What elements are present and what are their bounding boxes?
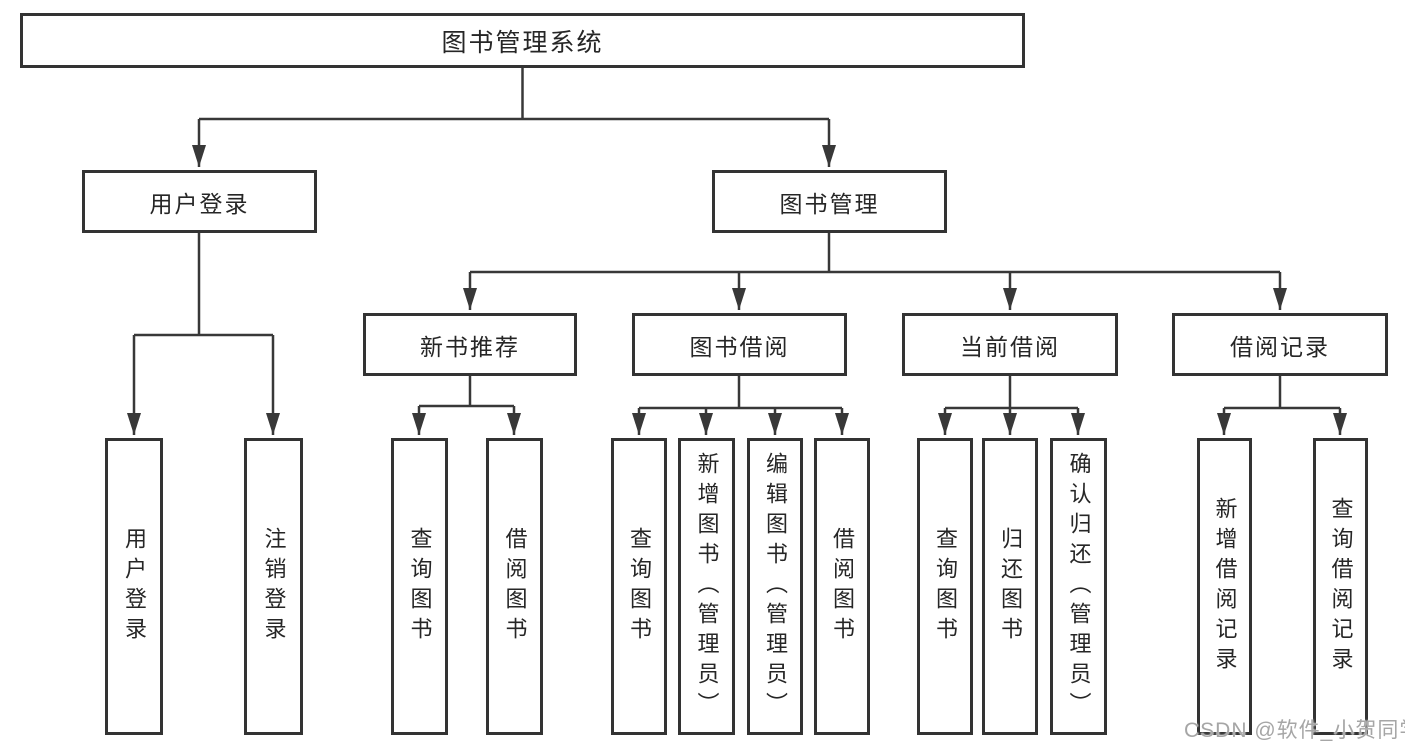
node-leaf-current-confirm-return: 确认归还（管理员）	[1050, 438, 1107, 735]
connector-book-borrow-children	[632, 376, 849, 435]
node-leaf-borrow-query-book: 查询图书	[611, 438, 667, 735]
node-leaf-borrow-borrow-book: 借阅图书	[814, 438, 870, 735]
node-book-management: 图书管理	[712, 170, 947, 233]
connector-current-borrow-children	[938, 376, 1085, 435]
node-current-borrow: 当前借阅	[902, 313, 1118, 376]
node-leaf-user-login: 用户登录	[105, 438, 163, 735]
connector-borrow-record-children	[1217, 376, 1347, 435]
node-root-system: 图书管理系统	[20, 13, 1025, 68]
csdn-watermark: CSDN @软件_小贺同学	[1184, 719, 1405, 742]
node-borrow-record: 借阅记录	[1172, 313, 1388, 376]
connector-new-book-recommend-children	[412, 376, 521, 435]
node-user-login: 用户登录	[82, 170, 317, 233]
node-leaf-record-query: 查询借阅记录	[1313, 438, 1368, 735]
node-leaf-borrow-edit-book: 编辑图书（管理员）	[747, 438, 803, 735]
node-leaf-newrec-query-book: 查询图书	[391, 438, 448, 735]
node-leaf-current-return-book: 归还图书	[982, 438, 1038, 735]
connector-user-login-children	[127, 233, 280, 435]
connector-root-to-level2	[192, 68, 836, 167]
node-leaf-newrec-borrow-book: 借阅图书	[486, 438, 543, 735]
node-leaf-record-add: 新增借阅记录	[1197, 438, 1252, 735]
connector-book-management-children	[463, 233, 1287, 310]
node-leaf-borrow-add-book: 新增图书（管理员）	[678, 438, 735, 735]
node-new-book-recommend: 新书推荐	[363, 313, 577, 376]
node-leaf-current-query-book: 查询图书	[917, 438, 973, 735]
node-leaf-logout: 注销登录	[244, 438, 303, 735]
node-book-borrow: 图书借阅	[632, 313, 847, 376]
